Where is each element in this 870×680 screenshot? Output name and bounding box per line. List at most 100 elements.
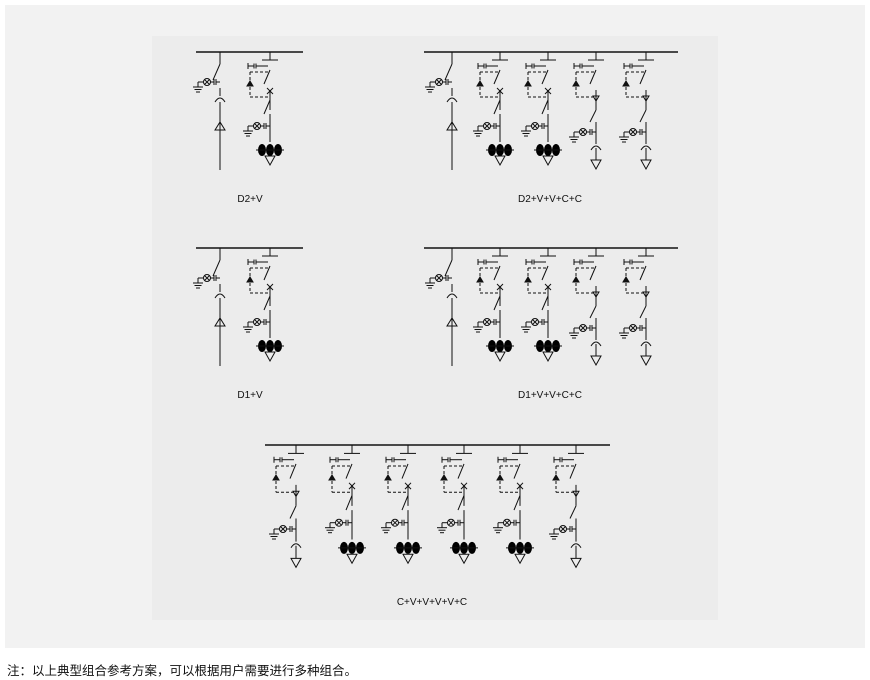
arrow-marker [272,474,280,481]
cable-termination [640,159,652,171]
scheme-c-v-v-v-v-c [265,444,610,569]
withdrawable-contact [214,97,226,103]
fuse-marker [592,291,600,298]
fuse-marker [572,490,580,498]
cable-termination [290,557,302,569]
scheme-label: D1+V [237,390,263,401]
breaker-cross [404,482,412,490]
cable-termination [494,351,506,363]
indicator-lamp-symbol [254,123,260,129]
arrow-marker [622,80,630,87]
switch-blade [513,463,521,479]
switch-blade [263,295,271,311]
indicator-lamp-symbol [280,526,286,532]
switch-blade [589,265,597,281]
indicator-lamp-symbol [254,319,260,325]
breaker-cross [266,283,274,291]
arrow-marker [328,474,336,481]
cable-termination [458,553,470,565]
cable-termination [264,155,276,167]
indicator-lamp-symbol [392,519,398,526]
breaker-cross [266,87,274,95]
switch-blade [263,69,271,85]
switch-blade [212,259,221,277]
scheme-label: D1+V+V+C+C [518,390,582,401]
footnote: 注：以上典型组合参考方案，可以根据用户需要进行多种组合。 [7,663,358,678]
cable-termination [402,553,414,565]
switch-blade [639,69,647,85]
incoming-arrow [446,121,458,131]
cable-termination [542,351,554,363]
switch-blade [569,463,577,479]
switch-blade [401,463,409,479]
cable-termination [570,557,582,569]
withdrawable-contact [214,293,226,299]
arrow-marker [524,276,532,283]
withdrawable-contact [446,97,458,103]
indicator-lamp-symbol [504,519,510,526]
arrow-marker [476,80,484,87]
scheme-label: D2+V [237,194,263,205]
switch-blade [541,69,549,85]
breaker-cross [496,87,504,95]
scheme-d1-v-v-c-c [424,247,678,367]
indicator-lamp-symbol [436,275,442,281]
arrow-marker [572,80,580,87]
cable-termination [640,355,652,367]
arrow-marker [476,276,484,283]
switch-blade [493,99,501,115]
scheme-d1-v [193,247,303,366]
cable-termination [542,155,554,167]
breaker-cross [348,482,356,490]
switch-blade [263,265,271,281]
arrow-marker [246,80,254,87]
breaker-cross [516,482,524,490]
scheme-d2-v [193,51,303,170]
switch-blade [569,505,577,519]
indicator-lamp-symbol [484,123,490,129]
fuse-marker [642,291,650,298]
breaker-cross [460,482,468,490]
switch-blade [541,295,549,311]
cable-termination [590,159,602,171]
switch-blade [639,305,647,319]
indicator-lamp-symbol [630,325,636,331]
indicator-lamp-symbol [436,79,442,85]
cable-termination [494,155,506,167]
switch-blade [289,463,297,479]
switch-blade [493,69,501,85]
indicator-lamp-symbol [448,519,454,526]
scheme-label: D2+V+V+C+C [518,194,582,205]
switch-blade [345,495,353,511]
switch-blade [589,69,597,85]
indicator-lamp-symbol [532,319,538,325]
scheme-d2-v-v-c-c [424,51,678,171]
switch-blade [541,265,549,281]
arrow-marker [440,474,448,481]
switch-blade [541,99,549,115]
breaker-cross [544,283,552,291]
switch-blade [589,109,597,123]
switch-blade [639,265,647,281]
withdrawable-contact [590,341,602,347]
arrow-marker [572,276,580,283]
withdrawable-contact [446,293,458,299]
withdrawable-contact [570,543,582,548]
withdrawable-contact [290,543,302,548]
cable-termination [264,351,276,363]
breaker-cross [496,283,504,291]
arrow-marker [384,474,392,481]
scheme-label: C+V+V+V+V+C [397,597,467,608]
switch-blade [345,463,353,479]
switch-blade [444,259,453,277]
arrow-marker [622,276,630,283]
breaker-cross [544,87,552,95]
indicator-lamp-symbol [336,519,342,526]
withdrawable-contact [590,145,602,151]
indicator-lamp-symbol [580,325,586,331]
incoming-arrow [214,317,226,327]
switch-blade [401,495,409,511]
indicator-lamp-symbol [204,275,210,281]
indicator-lamp-symbol [484,319,490,325]
